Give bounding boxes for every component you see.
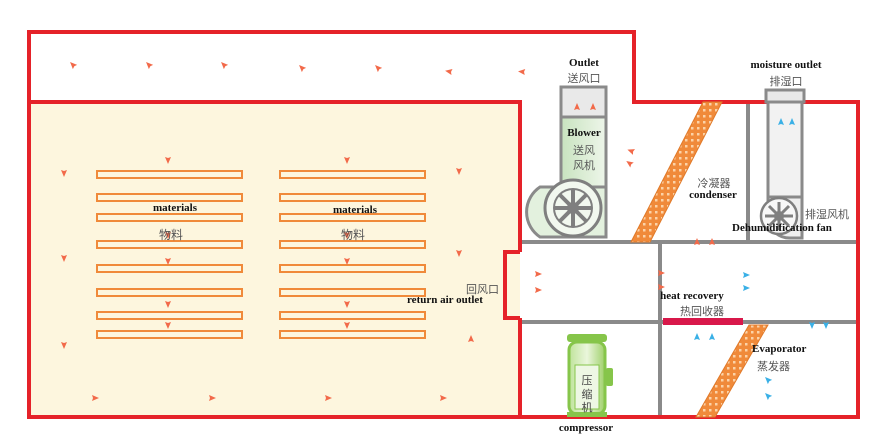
compressor [567,334,613,417]
return-air-label-zh: 回风口 [466,283,499,296]
evaporator-label-zh: 蒸发器 [757,360,790,373]
outlet-label-zh: 送风口 [567,72,601,85]
material-trays-left [96,170,243,339]
return-air-label: return air outlet [407,294,483,306]
materials-right-label-zh: 物料 [340,228,366,242]
compressor-label-zh-2: 缩 [581,388,593,401]
evaporator-coil [695,324,769,418]
dehumid-fan-label-zh: 排湿风机 [805,208,849,221]
compressor-label-zh-1: 压 [581,374,593,387]
heat-recovery-bar [663,318,743,325]
cool-air-arrows [694,118,829,401]
blower-label: Blower [567,127,601,139]
moisture-outlet-label: moisture outlet [750,59,822,71]
condenser-label: condenser [689,189,737,201]
compressor-label: compressor [558,422,614,434]
dehumidification-fan [759,88,806,240]
materials-right-label: materials [333,204,377,216]
materials-left-label-zh: 物料 [158,228,184,242]
blower [525,115,608,239]
outlet-label: Outlet [569,57,599,69]
blower-label-zh-2: 风机 [573,159,595,172]
condenser-label-zh: 冷凝器 [697,177,731,190]
blower-label-zh-1: 送风 [573,144,595,157]
outlet-duct [559,85,608,119]
heat-recovery-label: heat recovery [660,290,724,302]
drying-room [29,102,520,417]
heat-recovery-label-zh: 热回收器 [680,305,724,318]
compressor-label-zh-3: 机 [581,401,593,414]
warm-air-arrows [61,62,715,401]
condenser-coil [630,101,723,243]
moisture-outlet-label-zh: 排湿口 [769,75,803,88]
material-trays-right [279,170,426,339]
materials-left-label: materials [153,202,197,214]
dehumid-fan-label: Dehumidification fan [732,222,832,234]
outer-walls [27,30,860,419]
evaporator-label: Evaporator [752,343,807,355]
